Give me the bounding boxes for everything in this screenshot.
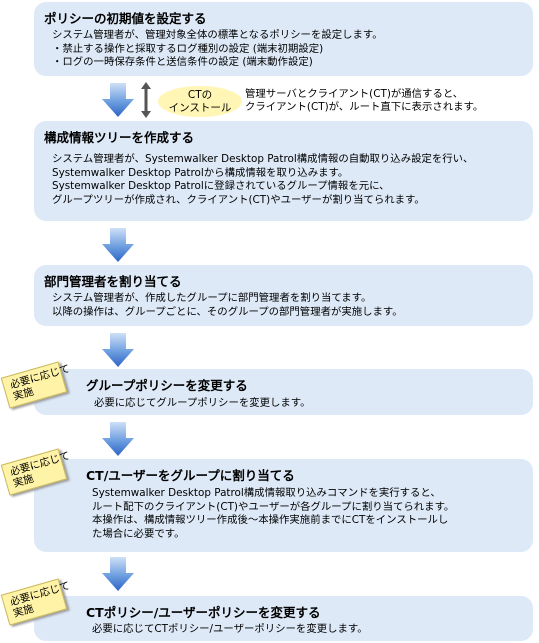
double-arrow-icon xyxy=(141,82,151,118)
step-description: 必要に応じてグループポリシーを変更します。 xyxy=(94,397,311,409)
step-change-ct-user-policy: CTポリシー/ユーザーポリシーを変更する 必要に応じてCTポリシー/ユーザーポリ… xyxy=(34,596,533,641)
step-title: 部門管理者を割り当てる xyxy=(44,274,182,289)
step-title: グループポリシーを変更する xyxy=(86,378,248,393)
step-description: システム管理者が、作成したグループに部門管理者を割り当てます。 以降の操作は、グ… xyxy=(52,292,403,318)
step-title: CT/ユーザーをグループに割り当てる xyxy=(86,468,295,483)
step-description: 必要に応じてCTポリシー/ユーザーポリシーを変更します。 xyxy=(92,623,368,635)
step-description: Systemwalker Desktop Patrol構成情報取り込みコマンドを… xyxy=(92,487,455,540)
down-arrow-icon xyxy=(102,333,134,367)
step-title: CTポリシー/ユーザーポリシーを変更する xyxy=(86,605,321,620)
ct-install-note: 管理サーバとクライアント(CT)が通信すると、 クライアント(CT)が、ルート直… xyxy=(245,88,484,113)
step-assign-ct-users: CT/ユーザーをグループに割り当てる Systemwalker Desktop … xyxy=(34,459,533,552)
step-change-group-policy: グループポリシーを変更する 必要に応じてグループポリシーを変更します。 xyxy=(34,369,533,415)
down-arrow-icon xyxy=(102,83,134,117)
step-create-config-tree: 構成情報ツリーを作成する システム管理者が、Systemwalker Deskt… xyxy=(34,121,533,221)
down-arrow-icon xyxy=(102,228,134,262)
step-assign-department-admin: 部門管理者を割り当てる システム管理者が、作成したグループに部門管理者を割り当て… xyxy=(34,265,533,326)
step-set-initial-policy: ポリシーの初期値を設定する システム管理者が、管理対象全体の標準となるポリシーを… xyxy=(34,2,533,76)
step-description: システム管理者が、Systemwalker Desktop Patrol構成情報… xyxy=(52,153,474,206)
step-title: 構成情報ツリーを作成する xyxy=(44,130,195,145)
down-arrow-icon xyxy=(102,422,134,456)
ct-install-label: CTの インストール xyxy=(158,86,242,117)
step-description: システム管理者が、管理対象全体の標準となるポリシーを設定します。 ・禁止する操作… xyxy=(52,29,383,68)
step-title: ポリシーの初期値を設定する xyxy=(44,11,207,26)
down-arrow-icon xyxy=(102,557,134,591)
